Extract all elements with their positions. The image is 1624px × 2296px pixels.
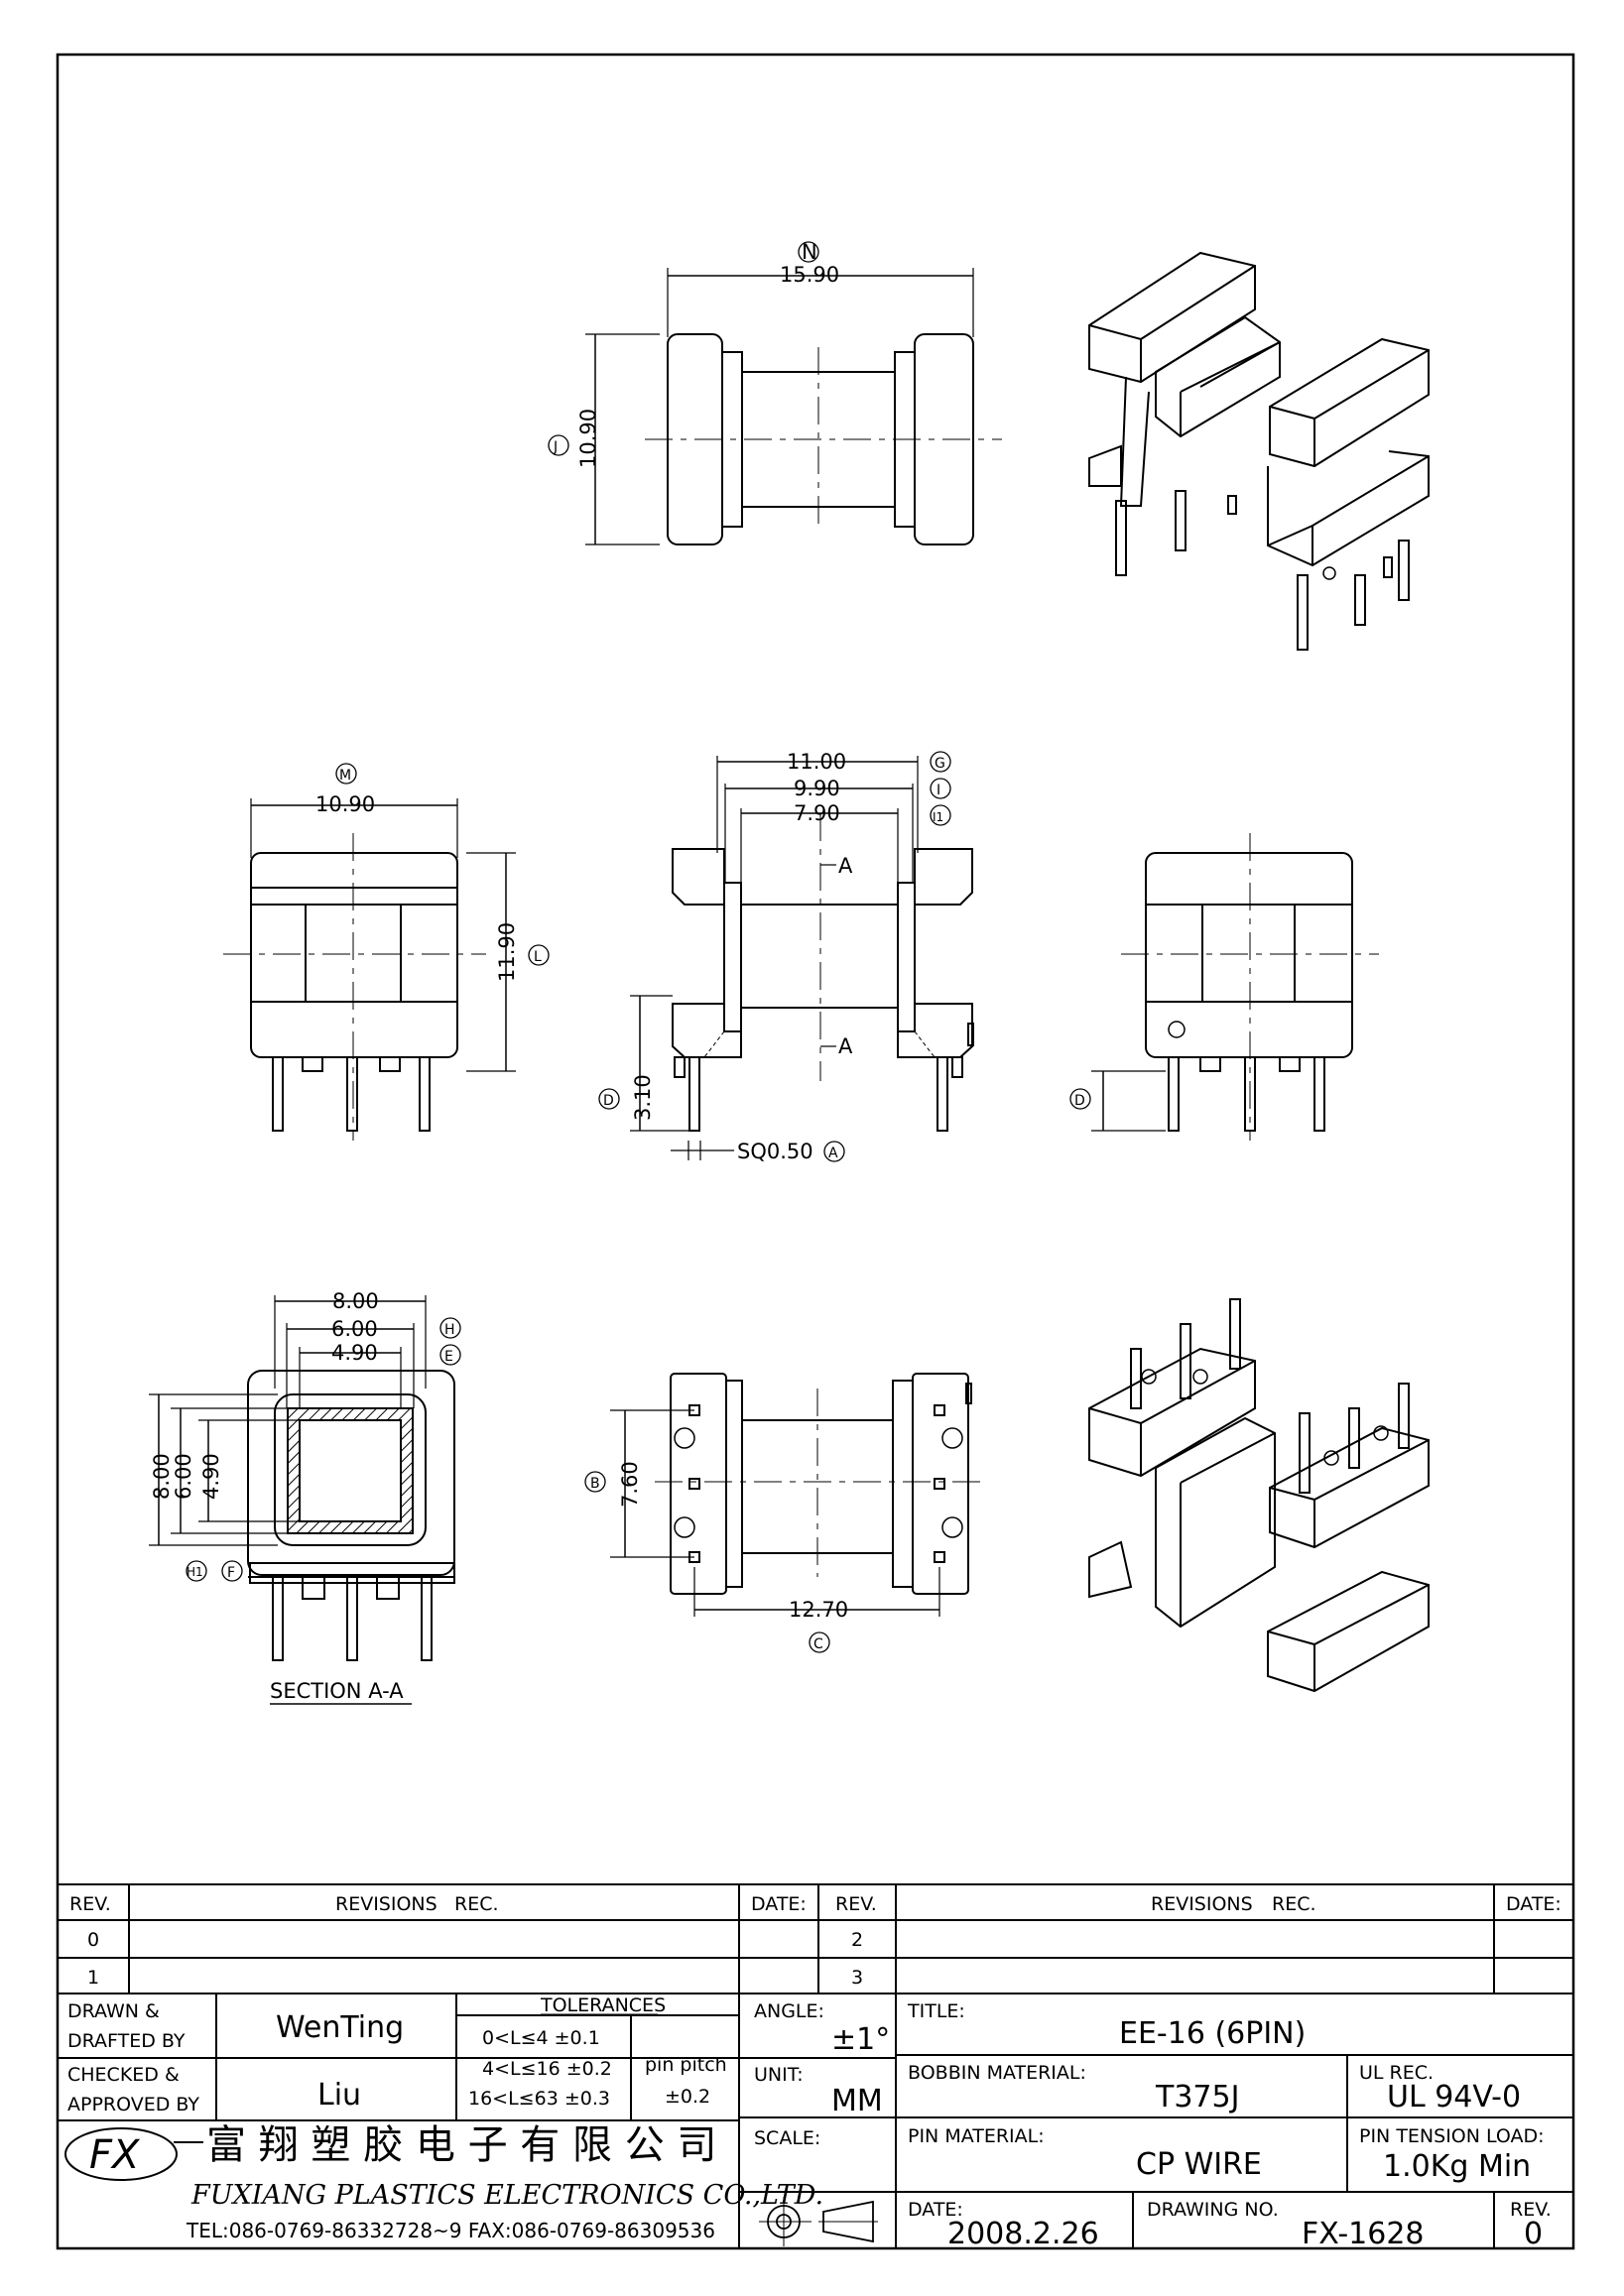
dim-front-w1: 11.00: [787, 750, 846, 774]
checked-label-1: CHECKED &: [67, 2064, 180, 2086]
tag-a: A: [828, 1146, 838, 1161]
section-label: SECTION A-A: [270, 1679, 404, 1703]
date-header-left: DATE:: [751, 1893, 807, 1915]
rec-header-right: REC.: [1272, 1893, 1316, 1915]
ul-label: UL REC.: [1359, 2062, 1434, 2084]
left-view: 10.90 M 11.90 L: [223, 763, 550, 1141]
checked-value: Liu: [317, 2078, 361, 2113]
dim-sec-h1: 8.00: [150, 1453, 174, 1500]
dim-sec-h3: 4.90: [199, 1453, 223, 1500]
sheet-border: [56, 53, 1575, 2250]
dim-front-w2: 9.90: [794, 777, 840, 800]
rev-header-right: REV.: [835, 1893, 877, 1915]
rev-value: 0: [1524, 2217, 1543, 2251]
revisions-header-right: REVISIONS: [1151, 1893, 1253, 1915]
company-name-cn: 富 翔 塑 胶 电 子 有 限 公 司: [206, 2122, 716, 2168]
drawn-value: WenTing: [276, 2010, 404, 2045]
company-name-en: FUXIANG PLASTICS ELECTRONICS CO.,LTD.: [190, 2180, 823, 2211]
drawing-no-value: FX-1628: [1302, 2217, 1425, 2251]
tag-d: D: [603, 1093, 614, 1109]
pin-material-label: PIN MATERIAL:: [908, 2125, 1045, 2147]
drawing-no-label: DRAWING NO.: [1147, 2199, 1279, 2221]
tag-h1: H1: [187, 1565, 203, 1579]
tension-value: 1.0Kg Min: [1383, 2149, 1531, 2184]
tolerance-3: 16<L≤63 ±0.3: [468, 2088, 610, 2110]
company-contact: TEL:086-0769-86332728~9 FAX:086-0769-863…: [186, 2219, 715, 2242]
tag-n: N: [802, 240, 817, 264]
pin-pitch-value: ±0.2: [665, 2086, 710, 2108]
drawn-label-1: DRAWN &: [67, 2000, 160, 2022]
unit-value: MM: [831, 2084, 883, 2118]
tension-label: PIN TENSION LOAD:: [1359, 2125, 1545, 2147]
angle-value: ±1°: [831, 2022, 890, 2057]
bottom-view: 7.60 B 12.70 C: [584, 1373, 982, 1653]
unit-label: UNIT:: [754, 2064, 804, 2086]
rev-row-2: 2: [851, 1929, 863, 1951]
tag-h: H: [444, 1322, 455, 1338]
top-view: 15.90 N 10.90 J: [548, 240, 1002, 545]
title-block: [58, 1883, 1573, 2248]
rev-row-3: 3: [851, 1967, 863, 1989]
tag-e: E: [444, 1349, 453, 1365]
tag-g: G: [935, 756, 945, 772]
section-a-mark-bottom: A: [838, 1034, 853, 1058]
front-view: A A 11.00 9.90 7.90 G I I1 3.10 D SQ0.50…: [598, 750, 974, 1163]
pin-material-value: CP WIRE: [1136, 2147, 1262, 2182]
dim-bottom-height: 7.60: [618, 1461, 642, 1508]
iso-view-bottom: [1088, 1298, 1430, 1693]
date-value: 2008.2.26: [947, 2217, 1099, 2251]
tag-j: J: [553, 439, 558, 455]
checked-label-2: APPROVED BY: [67, 2094, 199, 2115]
rev-label: REV.: [1510, 2199, 1552, 2221]
right-view: D: [1069, 833, 1379, 1141]
projection-symbol-icon: [759, 2197, 878, 2246]
rec-header-left: REC.: [454, 1893, 499, 1915]
date-header-right: DATE:: [1506, 1893, 1562, 1915]
iso-view-top: [1088, 251, 1430, 651]
dim-sec-w2: 6.00: [331, 1317, 378, 1341]
dim-sec-h2: 6.00: [172, 1453, 195, 1500]
angle-label: ANGLE:: [754, 2000, 824, 2022]
rev-row-1: 1: [87, 1967, 99, 1989]
drawn-label-2: DRAFTED BY: [67, 2030, 186, 2052]
tolerances-label: TOLERANCES: [540, 1994, 666, 2016]
tolerance-2: 4<L≤16 ±0.2: [482, 2058, 612, 2080]
company-logo: FX: [64, 2127, 178, 2181]
tag-m: M: [339, 768, 351, 784]
tag-f: F: [227, 1565, 235, 1581]
ul-value: UL 94V-0: [1387, 2080, 1521, 2115]
dim-bottom-width: 12.70: [789, 1598, 848, 1622]
bobbin-value: T375J: [1155, 2080, 1239, 2115]
rev-row-0: 0: [87, 1929, 99, 1951]
logo-letters: FX: [89, 2132, 141, 2178]
rev-header-left: REV.: [69, 1893, 111, 1915]
dim-top-width: 15.90: [780, 263, 839, 287]
tag-i: I: [937, 783, 940, 798]
tag-l: L: [534, 949, 542, 965]
title-label: TITLE:: [907, 2000, 965, 2022]
dim-left-width: 10.90: [315, 792, 375, 816]
dim-front-w3: 7.90: [794, 801, 840, 825]
bobbin-label: BOBBIN MATERIAL:: [908, 2062, 1086, 2084]
scale-label: SCALE:: [754, 2127, 820, 2149]
revisions-header-left: REVISIONS: [335, 1893, 437, 1915]
tag-d-right: D: [1074, 1093, 1085, 1109]
pin-pitch-label: pin pitch: [645, 2054, 727, 2076]
dim-pin-length: 3.10: [631, 1074, 655, 1121]
section-a-mark-top: A: [838, 854, 853, 878]
tag-i1: I1: [933, 810, 943, 824]
dim-pin-size: SQ0.50: [737, 1140, 813, 1163]
section-view: 8.00 6.00 4.90 H E 8.00 6.00 4.90 H1 F S…: [149, 1289, 461, 1705]
dim-sec-w1: 8.00: [332, 1289, 379, 1313]
dim-left-height: 11.90: [495, 922, 519, 982]
title-value: EE-16 (6PIN): [1119, 2016, 1306, 2051]
tolerance-1: 0<L≤4 ±0.1: [482, 2027, 600, 2049]
dim-sec-w3: 4.90: [331, 1341, 378, 1365]
tag-b: B: [590, 1476, 600, 1492]
date-label: DATE:: [908, 2199, 963, 2221]
tag-c: C: [813, 1636, 823, 1652]
dim-top-height: 10.90: [576, 409, 600, 468]
